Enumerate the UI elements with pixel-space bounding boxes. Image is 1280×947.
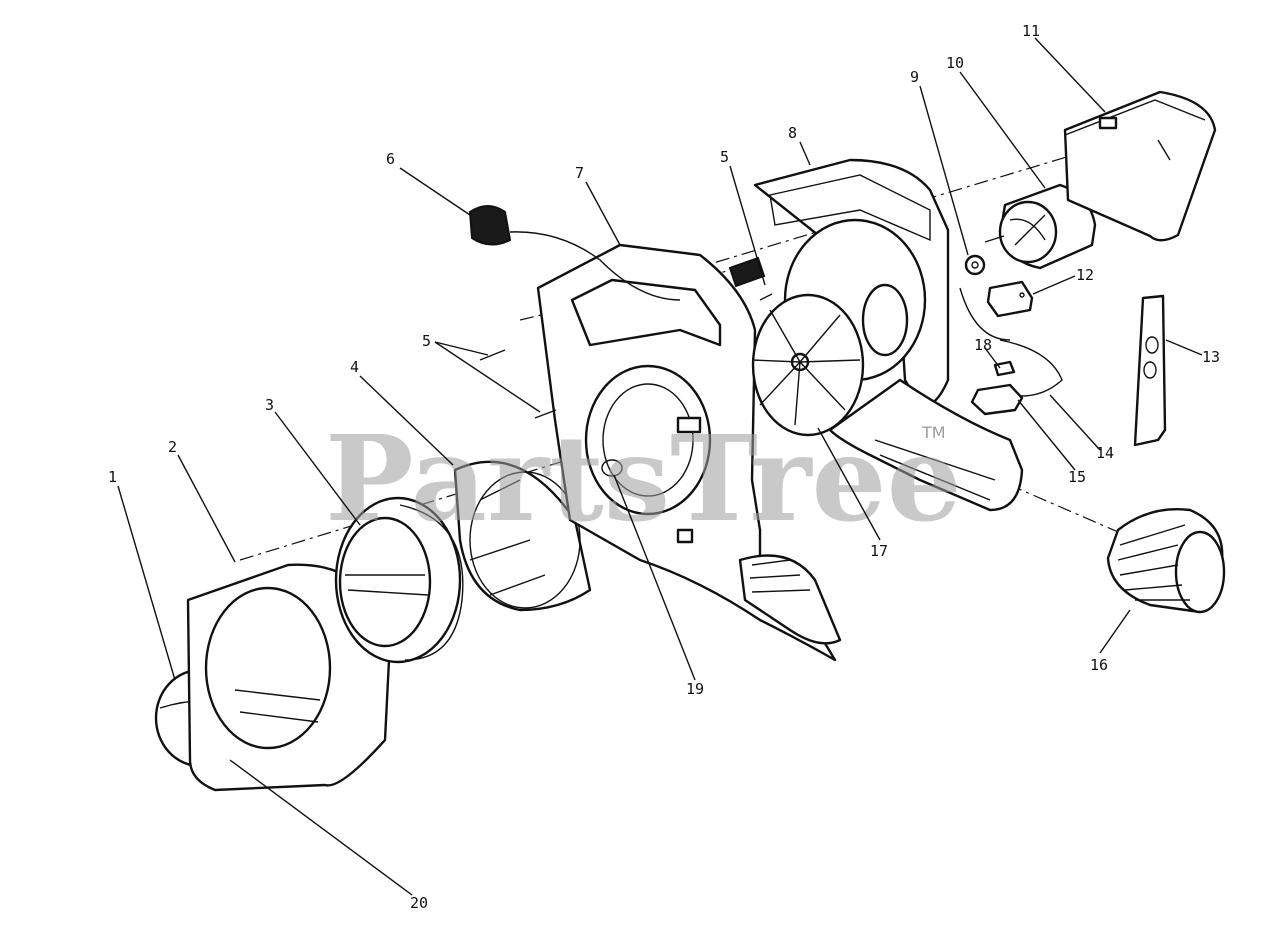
label-part-9: 9 (910, 68, 919, 86)
part-switch-plate (1133, 294, 1167, 447)
label-part-16: 16 (1090, 656, 1108, 674)
part-screws (479, 293, 773, 419)
label-part-11: 11 (1022, 22, 1040, 40)
part-connector (986, 280, 1034, 318)
part-washer (964, 254, 986, 276)
leader-lines (117, 37, 1203, 896)
label-part-10: 10 (946, 54, 964, 72)
watermark-trademark: TM (921, 423, 946, 442)
label-part-13: 13 (1202, 348, 1220, 366)
part-intake-ring (334, 496, 464, 664)
part-motor-cover (1063, 90, 1217, 242)
part-motor (984, 183, 1097, 270)
watermark-text: PartsTree (325, 409, 962, 548)
label-part-20: 20 (410, 894, 428, 912)
part-louver-housing (453, 460, 592, 612)
label-part-2: 2 (168, 438, 177, 456)
part-labels: 1 2 3 4 5 5 6 7 8 9 10 11 12 13 14 15 16… (108, 22, 1220, 912)
label-part-6: 6 (386, 150, 395, 168)
label-part-12: 12 (1076, 266, 1094, 284)
part-fan-impeller (751, 293, 865, 437)
part-nozzle-ring (1106, 508, 1226, 614)
part-power-cord (468, 205, 766, 301)
part-front-housing (186, 563, 392, 792)
part-switch-assembly (959, 287, 1063, 416)
label-part-5-front: 5 (422, 332, 431, 350)
label-part-15: 15 (1068, 468, 1086, 486)
label-part-5-rear: 5 (720, 148, 729, 166)
label-part-4: 4 (350, 358, 359, 376)
label-part-18: 18 (974, 336, 992, 354)
label-part-1: 1 (108, 468, 117, 486)
label-part-14: 14 (1096, 444, 1114, 462)
label-part-7: 7 (575, 164, 584, 182)
label-part-3: 3 (265, 396, 274, 414)
label-part-8: 8 (788, 124, 797, 142)
label-part-17: 17 (870, 542, 888, 560)
watermark: PartsTree TM (325, 409, 962, 548)
part-main-housing (536, 243, 842, 662)
part-inner-seal (601, 459, 623, 477)
label-part-19: 19 (686, 680, 704, 698)
